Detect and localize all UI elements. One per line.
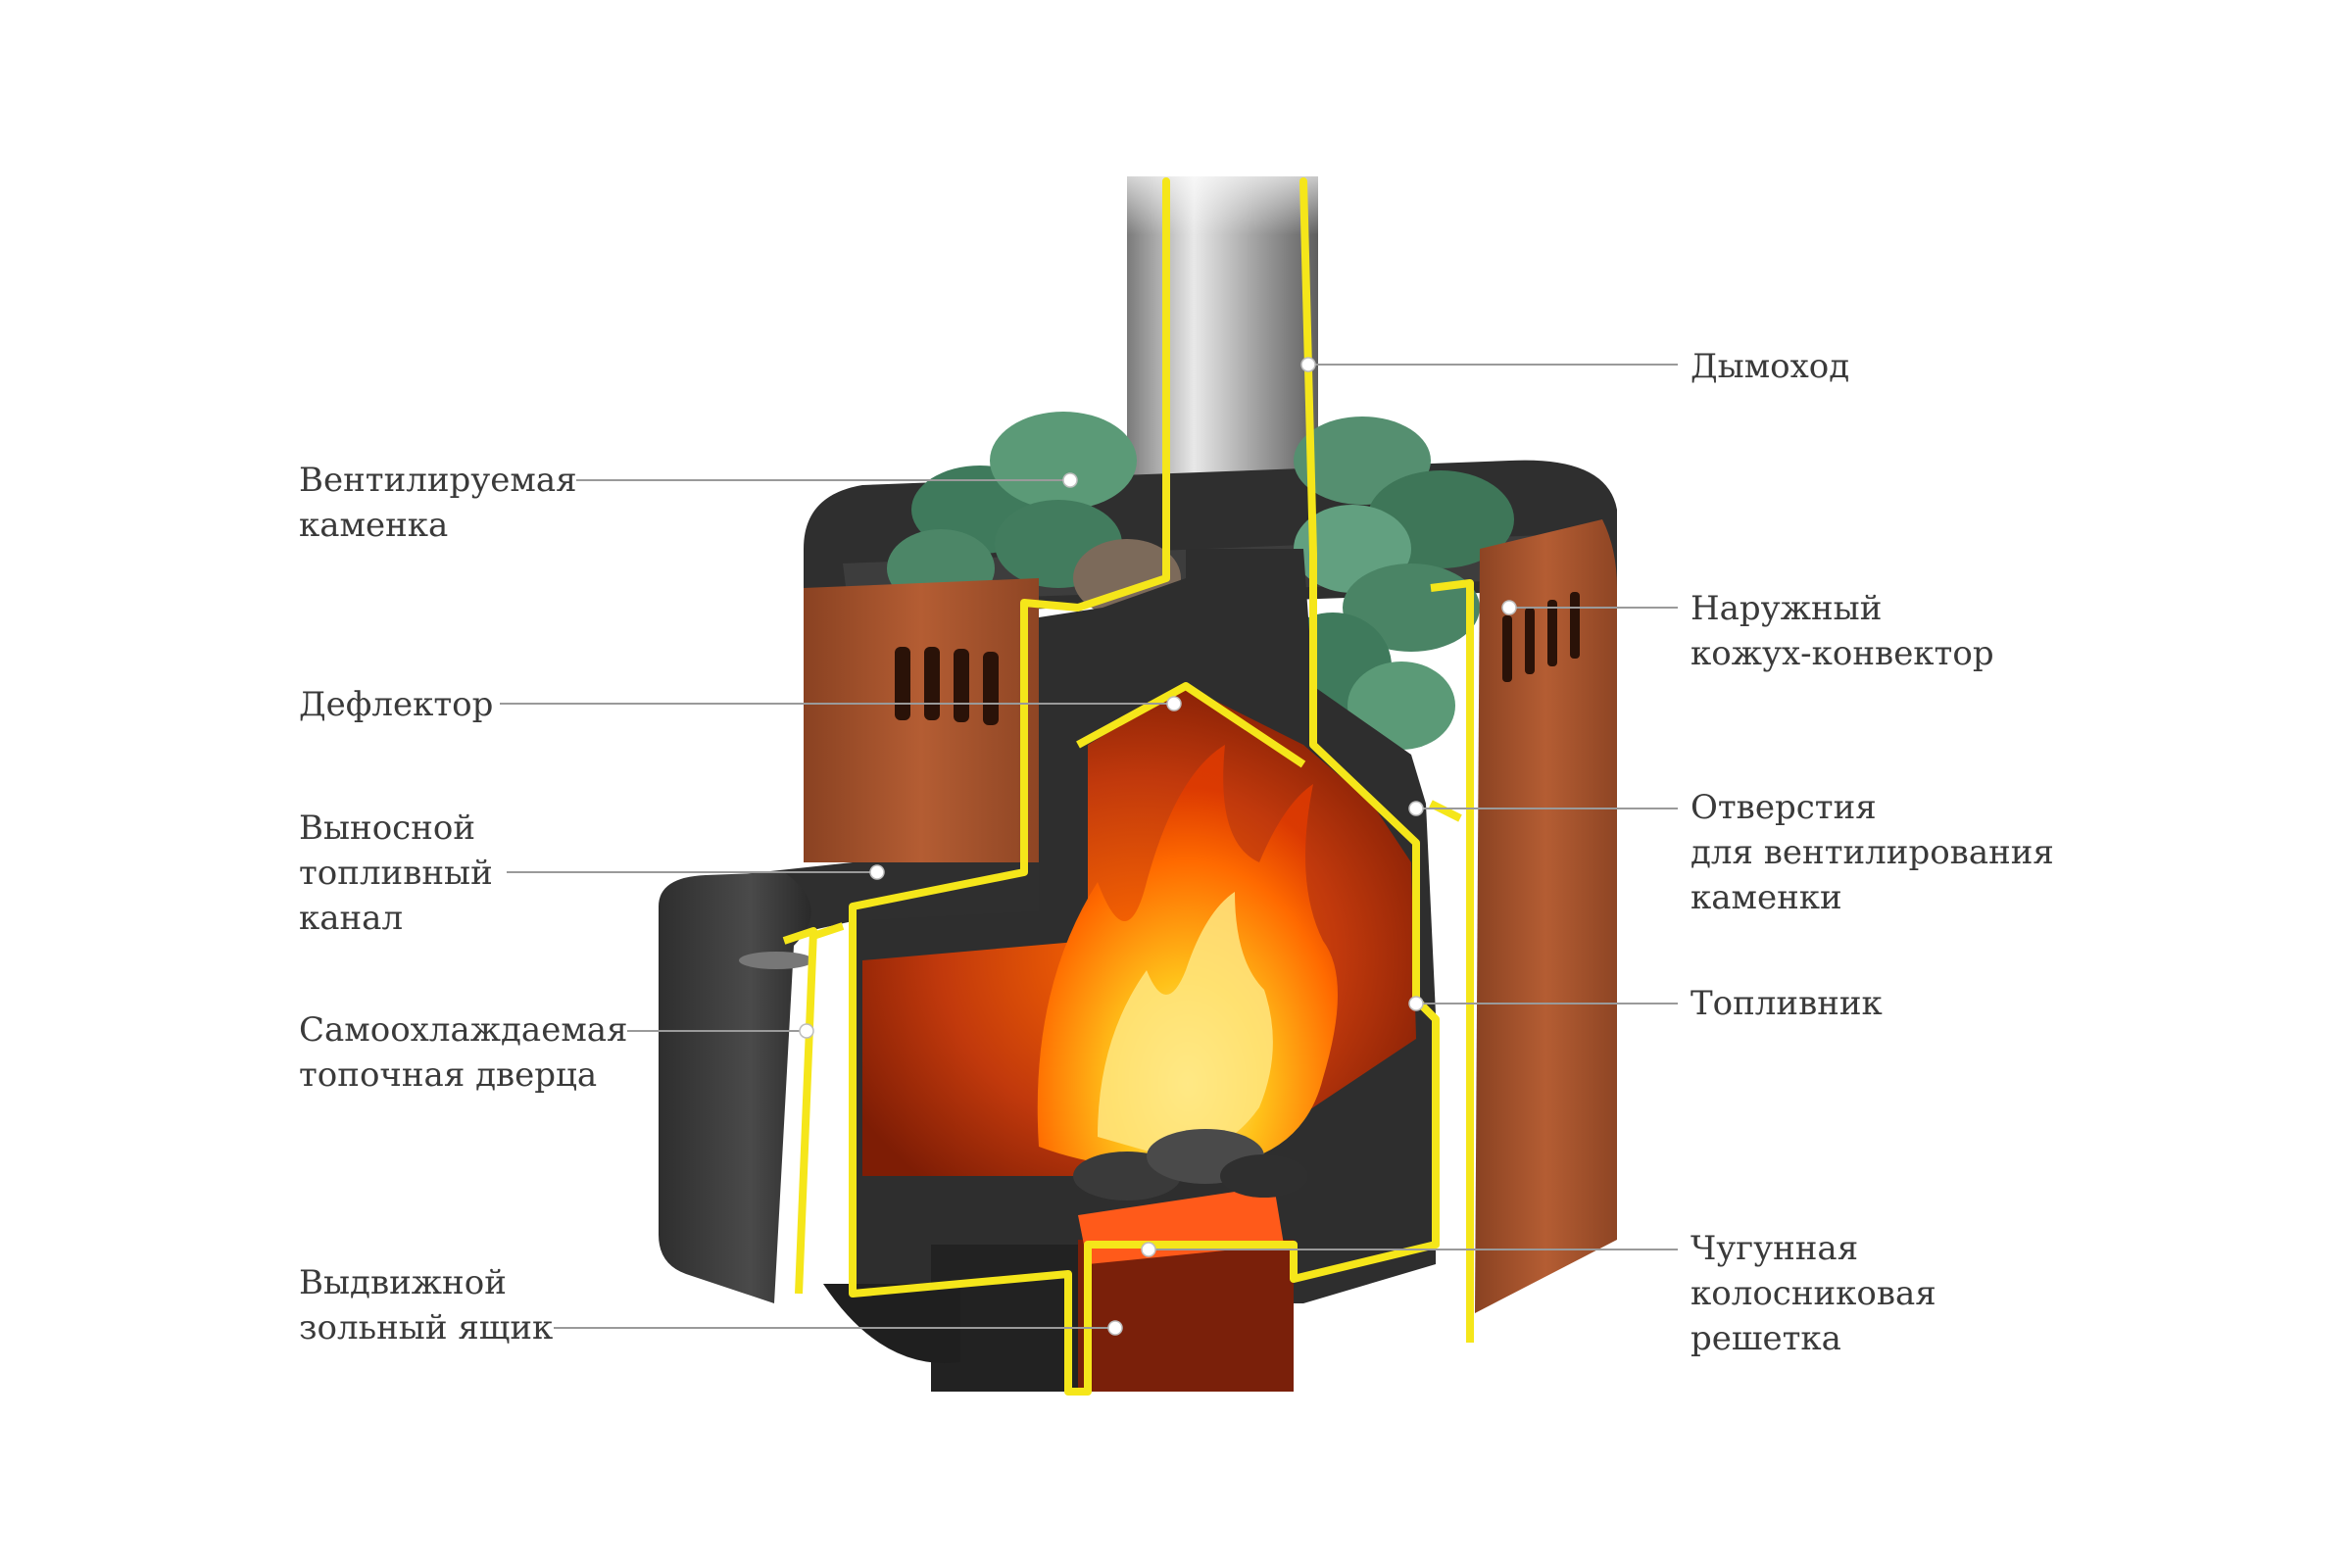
label-vent-holes: Отверстия для вентилирования каменки <box>1690 785 2054 920</box>
label-grate-line-3: решетка <box>1690 1319 1841 1358</box>
dot-grate <box>1141 1242 1156 1257</box>
label-ash-box-line-2: зольный ящик <box>299 1308 554 1348</box>
label-outer-casing: Наружный кожух-конвектор <box>1690 586 1994 676</box>
label-chimney: Дымоход <box>1690 344 1849 389</box>
label-vent-holes-line-3: каменки <box>1690 878 1842 917</box>
cut-section-outline <box>849 177 1440 1396</box>
flames <box>1037 745 1338 1169</box>
dot-stone-chamber <box>1062 472 1078 488</box>
label-fuel-channel-line-2: топливный <box>299 854 493 893</box>
dot-vent-holes <box>1408 801 1424 816</box>
dot-chimney <box>1300 357 1316 372</box>
label-deflector: Дефлектор <box>299 682 493 727</box>
dot-deflector <box>1166 696 1182 711</box>
leader-lines <box>500 357 1678 1336</box>
label-ash-box: Выдвижной зольный ящик <box>299 1260 553 1350</box>
door-outline <box>782 922 845 1295</box>
label-fuel-channel-line-1: Выносной <box>299 808 476 848</box>
label-stone-chamber-line-1: Вентилируемая <box>299 461 577 500</box>
label-firebox: Топливник <box>1690 981 1883 1026</box>
label-door: Самоохлаждаемая топочная дверца <box>299 1007 627 1098</box>
label-outer-casing-line-2: кожух-конвектор <box>1690 634 1994 673</box>
label-grate: Чугунная колосниковая решетка <box>1690 1226 1936 1361</box>
casing-outline <box>1429 579 1474 1343</box>
label-ash-box-line-1: Выдвижной <box>299 1263 507 1302</box>
label-door-line-1: Самоохлаждаемая <box>299 1010 628 1050</box>
dot-outer-casing <box>1501 600 1517 615</box>
label-vent-holes-line-2: для вентилирования <box>1690 833 2054 872</box>
label-chimney-line-1: Дымоход <box>1690 347 1850 386</box>
label-stone-chamber-line-2: каменка <box>299 506 449 545</box>
label-grate-line-2: колосниковая <box>1690 1274 1936 1313</box>
label-vent-holes-line-1: Отверстия <box>1690 788 1877 827</box>
label-deflector-line-1: Дефлектор <box>299 685 494 724</box>
label-fuel-channel: Выносной топливный канал <box>299 806 493 941</box>
label-fuel-channel-line-3: канал <box>299 899 404 938</box>
label-grate-line-1: Чугунная <box>1690 1229 1859 1268</box>
outer-casing <box>804 519 1617 1313</box>
dot-firebox <box>1408 996 1424 1011</box>
label-outer-casing-line-1: Наружный <box>1690 589 1883 628</box>
label-firebox-line-1: Топливник <box>1690 984 1883 1023</box>
deflector-outline <box>1076 682 1306 768</box>
dot-door <box>799 1023 814 1039</box>
label-door-line-2: топочная дверца <box>299 1055 598 1095</box>
dot-fuel-channel <box>869 864 885 880</box>
dot-ash-box <box>1107 1320 1123 1336</box>
label-stone-chamber: Вентилируемая каменка <box>299 458 577 548</box>
